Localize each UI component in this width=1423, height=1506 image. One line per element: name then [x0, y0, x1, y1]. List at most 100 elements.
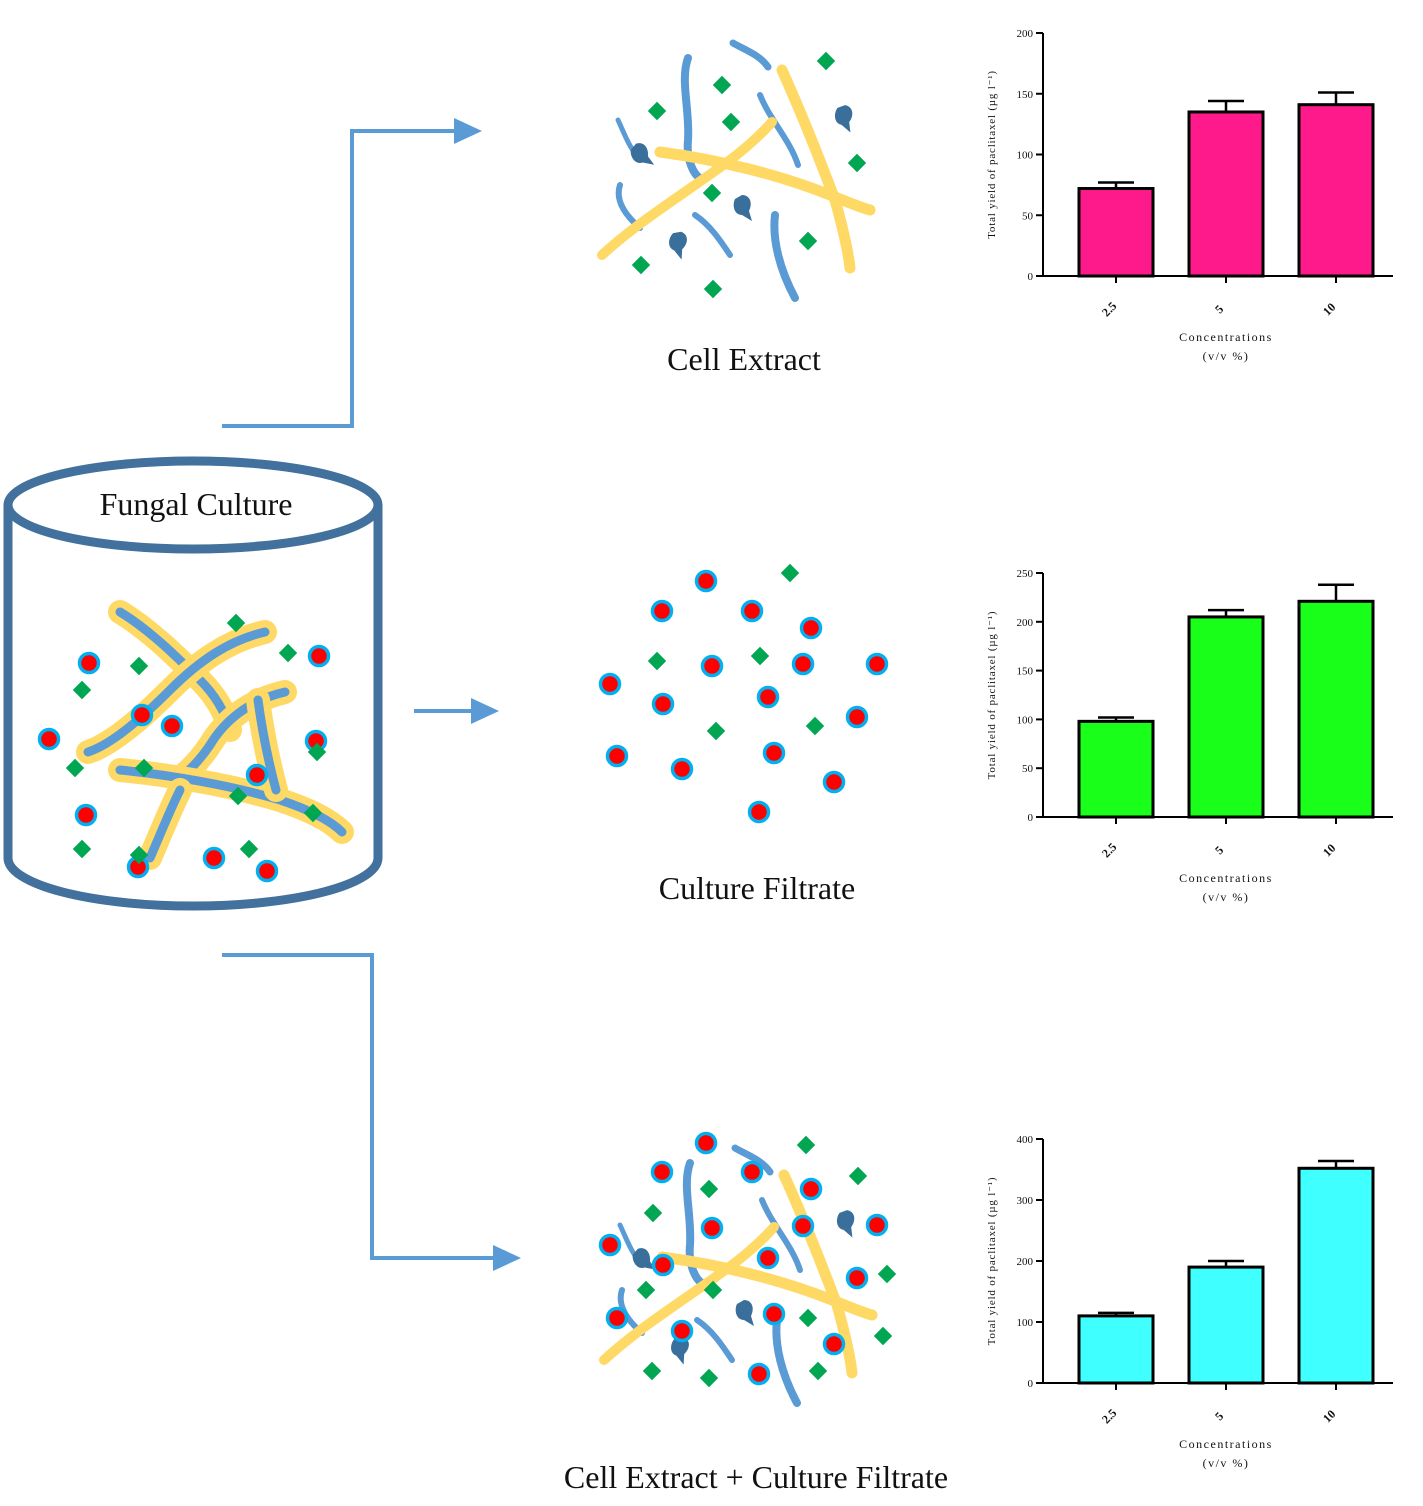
blue-fragment [731, 1144, 774, 1176]
red-dot [605, 1306, 629, 1330]
blue-fragment [729, 39, 772, 71]
red-dot [756, 685, 780, 709]
red-dot [822, 770, 846, 794]
red-dot [255, 859, 279, 883]
green-diamond [134, 758, 154, 778]
y-tick-label: 100 [1017, 1317, 1034, 1329]
bar [1187, 110, 1265, 278]
bar [1297, 599, 1375, 819]
green-diamond [129, 845, 149, 865]
green-diamond [72, 680, 92, 700]
cell-extract-illustration [597, 39, 876, 302]
red-dot [650, 1160, 674, 1184]
y-tick-label: 400 [1017, 1134, 1034, 1146]
green-diamond [699, 1179, 719, 1199]
green-diamond [798, 1308, 818, 1328]
red-dot [670, 757, 694, 781]
green-diamond [699, 1368, 719, 1388]
spore [669, 231, 687, 260]
green-diamond [228, 786, 248, 806]
culture-filtrate-illustration [598, 563, 889, 824]
y-tick-label: 0 [1028, 271, 1034, 283]
blue-fragment [682, 1159, 706, 1287]
y-tick-label: 100 [1017, 150, 1034, 162]
red-dot [799, 616, 823, 640]
x-axis-label: Concentrations [1179, 871, 1273, 885]
x-tick-label: 10 [1320, 1407, 1338, 1425]
combined-illustration [598, 1131, 897, 1407]
y-tick-label: 200 [1017, 617, 1034, 629]
x-tick-label: 2.5 [1099, 299, 1120, 320]
red-dot [245, 763, 269, 787]
y-axis-label: Total yield of paclitaxel (µg l⁻¹) [986, 70, 998, 239]
blue-fragment [680, 54, 704, 182]
arrow-to-cell-extract [222, 129, 455, 428]
bar [1077, 719, 1155, 819]
y-tick-label: 100 [1017, 714, 1034, 726]
combined-mycelium [599, 1144, 878, 1407]
y-tick-label: 50 [1022, 763, 1034, 775]
green-diamond [703, 1280, 723, 1300]
green-diamond [129, 656, 149, 676]
arrowhead-culture-filtrate [471, 698, 499, 724]
spore [733, 195, 752, 221]
culture-vessel [3, 456, 383, 911]
green-diamond [647, 101, 667, 121]
vessel-hypha-inner [253, 695, 281, 795]
red-dot [74, 803, 98, 827]
vessel-hypha-inner [145, 785, 185, 863]
red-dot [747, 1362, 771, 1386]
red-dot [694, 569, 718, 593]
x-tick-label: 5 [1212, 843, 1226, 857]
green-diamond [780, 563, 800, 583]
green-diamond [278, 643, 298, 663]
arrow-to-combined [222, 953, 494, 1260]
blue-fragment [757, 92, 801, 168]
bar [1297, 1166, 1375, 1385]
red-dot [307, 644, 331, 668]
green-diamond [796, 1135, 816, 1155]
y-axis-label: Total yield of paclitaxel (µg l⁻¹) [986, 611, 998, 780]
green-diamond [636, 1280, 656, 1300]
green-diamond [303, 803, 323, 823]
red-dot [651, 1253, 675, 1277]
blue-fragment [692, 212, 733, 258]
green-diamond [703, 279, 723, 299]
red-dot [822, 1332, 846, 1356]
y-tick-label: 0 [1028, 1378, 1034, 1390]
blue-fragment [770, 211, 799, 302]
bar [1077, 1314, 1155, 1385]
red-dot [37, 727, 61, 751]
red-dot [694, 1131, 718, 1155]
vessel-hypha-inner [83, 627, 270, 757]
bar [1187, 615, 1265, 819]
x-axis-label: Concentrations [1179, 1437, 1273, 1451]
x-tick-label: 2.5 [1099, 840, 1120, 861]
red-dot [791, 1214, 815, 1238]
panel-label-culture-filtrate: Culture Filtrate [658, 870, 856, 906]
green-diamond [847, 153, 867, 173]
red-dot [865, 1213, 889, 1237]
spore [836, 1210, 855, 1238]
x-tick-label: 2.5 [1099, 1406, 1120, 1427]
x-axis-sublabel: (v/v %) [1203, 349, 1250, 363]
red-dot [605, 744, 629, 768]
x-axis-sublabel: (v/v %) [1203, 890, 1250, 904]
blue-fragment [759, 1197, 803, 1273]
y-tick-label: 200 [1017, 1256, 1034, 1268]
green-diamond [226, 613, 246, 633]
x-tick-label: 5 [1212, 302, 1226, 316]
red-dot [670, 1319, 694, 1343]
red-dot [598, 672, 622, 696]
green-diamond [808, 1361, 828, 1381]
spore [632, 1248, 657, 1270]
yellow-hypha [654, 146, 876, 216]
green-diamond [721, 112, 741, 132]
green-diamond [642, 1361, 662, 1381]
green-diamond [805, 716, 825, 736]
green-diamond [706, 721, 726, 741]
x-tick-label: 10 [1320, 300, 1338, 318]
